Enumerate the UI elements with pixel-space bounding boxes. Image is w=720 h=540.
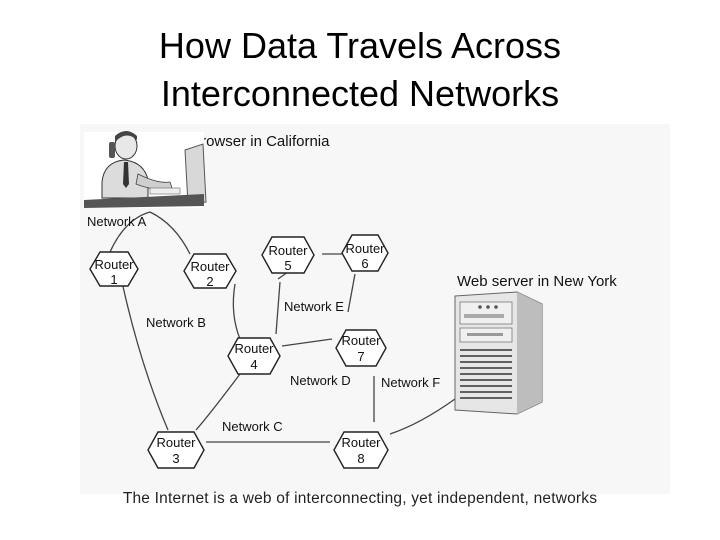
link-router4-router3: [195, 373, 241, 431]
link-networkA-router2: [149, 211, 191, 255]
router-6-label: Router: [345, 241, 385, 256]
router-4-label: Router: [234, 341, 274, 356]
router-7-number: 7: [357, 349, 364, 364]
link-router4-router7: [281, 338, 333, 347]
slide-title: How Data Travels Across Interconnected N…: [0, 22, 720, 118]
router-8-number: 8: [357, 451, 364, 466]
router-5-label: Router: [268, 243, 308, 258]
router-5-shape: [261, 236, 315, 274]
link-router2-router4: [232, 283, 241, 340]
router-2-shape: [183, 253, 237, 289]
router-4-shape: [227, 337, 281, 375]
link-router6-router7: [347, 273, 356, 313]
router-2-label: Router: [190, 259, 230, 274]
server-tower-icon: [454, 291, 543, 415]
router-5-number: 5: [284, 258, 291, 273]
title-line-1: How Data Travels Across: [158, 25, 562, 66]
server-label: Web server in New York: [457, 273, 617, 290]
router-3-label: Router: [156, 435, 196, 450]
network-diagram-svg: Router 1 Router 2 Router 5 Router 6 Rout…: [84, 131, 617, 469]
router-7-shape: [335, 329, 387, 367]
network-e-label: Network E: [284, 299, 344, 314]
router-1-shape: [89, 251, 139, 287]
link-router1-router3: [121, 281, 169, 431]
connection-lines: [109, 211, 456, 443]
router-7-label: Router: [341, 333, 381, 348]
router-8-label: Router: [341, 435, 381, 450]
network-b-label: Network B: [146, 315, 206, 330]
diagram-caption: The Internet is a web of interconnecting…: [122, 490, 598, 507]
router-2-number: 2: [206, 274, 213, 289]
router-4-number: 4: [250, 357, 257, 372]
router-3-shape: [147, 431, 205, 469]
network-d-label: Network D: [290, 373, 351, 388]
title-line-2: Interconnected Networks: [160, 73, 560, 114]
router-6-number: 6: [361, 256, 368, 271]
network-f-label: Network F: [381, 375, 440, 390]
router-3-number: 3: [172, 451, 179, 466]
router-6-shape: [341, 234, 389, 272]
link-router8-server: [389, 398, 456, 435]
router-8-shape: [333, 431, 389, 469]
link-networkA-router1: [109, 211, 151, 253]
router-1-label: Router: [94, 257, 134, 272]
network-a-label: Network A: [87, 214, 147, 229]
person-at-computer-icon: [84, 131, 207, 208]
link-router5-router4: [275, 281, 281, 335]
network-c-label: Network C: [222, 419, 283, 434]
router-1-number: 1: [110, 272, 117, 287]
network-diagram: Router 1 Router 2 Router 5 Router 6 Rout…: [80, 124, 670, 494]
